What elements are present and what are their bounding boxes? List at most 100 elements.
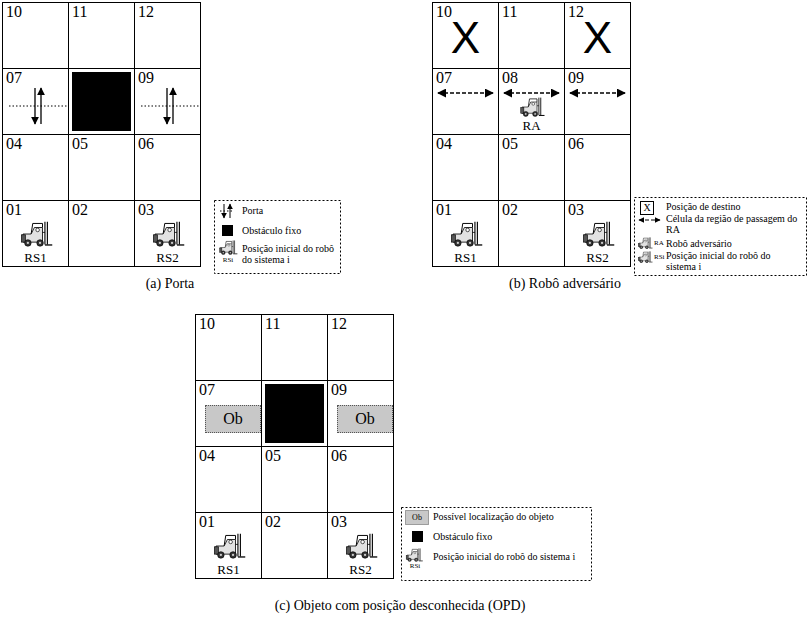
grid-cell: 08RA: [498, 68, 565, 135]
cell-number: 12: [331, 315, 347, 333]
robot-icon: [451, 222, 482, 246]
legend-text: Posição de destino: [666, 201, 802, 212]
door-arrow-up: [172, 88, 173, 124]
grid-cell: 10: [195, 314, 262, 381]
grid-cell: 04: [432, 134, 499, 201]
door-arrow-up: [40, 88, 41, 124]
grid-cell: 12: [134, 2, 201, 69]
door-line: [141, 106, 199, 107]
grid-cell: 10X: [432, 2, 499, 69]
cell-number: 10: [199, 315, 215, 333]
target-mark: X: [565, 15, 630, 61]
robot-group: [21, 98, 614, 559]
fixed-obstacle: [72, 72, 131, 131]
legend-target-box: [641, 202, 654, 215]
cell-number: 07: [6, 69, 22, 87]
cell-number: 11: [265, 315, 280, 333]
door-line: [9, 106, 67, 107]
legend-object-box: [406, 511, 429, 525]
legend-text: Porta: [242, 205, 336, 216]
grid-cell: 12: [327, 314, 394, 381]
robot-icon: [214, 534, 245, 558]
cell-number: 02: [502, 201, 518, 219]
object-label: Ob: [338, 406, 392, 432]
grid-cell: 12X: [564, 2, 631, 69]
cell-number: 05: [72, 135, 88, 153]
object-box: Ob: [205, 405, 261, 433]
cell-number: 01: [199, 513, 215, 531]
cell-number: 01: [436, 201, 452, 219]
target-mark: X: [433, 15, 498, 61]
legend-text: Posição inicial do robô do sistema i: [433, 551, 588, 562]
cell-number: 12: [138, 3, 154, 21]
robot-icon: [21, 222, 52, 246]
legend-text: Robô adversário: [666, 238, 802, 249]
legend-frame: [635, 198, 807, 276]
cell-number: 10: [436, 3, 452, 21]
grid-cell: 01RS1: [432, 200, 499, 267]
grid-cell: 11: [261, 314, 328, 381]
grid-cell: 04: [2, 134, 69, 201]
cell-number: 10: [6, 3, 22, 21]
robot-label: RS2: [565, 250, 630, 265]
object-box: Ob: [337, 405, 393, 433]
grid-cell: 07: [2, 68, 69, 135]
robot-icon: [346, 534, 377, 558]
cell-frame: [262, 381, 328, 447]
cell-number: 12: [568, 3, 584, 21]
door-arrow-down: [224, 204, 225, 218]
door-arrow-down: [166, 88, 167, 124]
cell-number: 06: [138, 135, 154, 153]
cell-number: 09: [331, 381, 347, 399]
robot-label: RS1: [196, 562, 261, 577]
grid-cell: 09: [134, 68, 201, 135]
cell-number: 04: [436, 135, 452, 153]
legend-text: Obstáculo fixo: [433, 531, 588, 542]
legend-robot-icon: [638, 237, 652, 248]
grid-cell: 09Ob: [327, 380, 394, 447]
robot-label: RS2: [135, 250, 200, 265]
passage-arrow: [639, 220, 660, 221]
subfigure-caption: (c) Objeto com posição desconhecida (OPD…: [250, 598, 550, 614]
grid-cell: 07Ob: [195, 380, 262, 447]
door-arrow-up: [230, 204, 231, 218]
legend-text: Possível localização do objeto: [433, 511, 588, 522]
grid-cell: 06: [564, 134, 631, 201]
legend-text: Posição inicial do robô do sistema i: [242, 243, 336, 265]
cell-number: 03: [138, 201, 154, 219]
cell-number: 04: [199, 447, 215, 465]
passage-arrow: [438, 92, 493, 94]
legend-robot-icon: [220, 240, 238, 254]
cell-number: 04: [6, 135, 22, 153]
grid-cell: 04: [195, 446, 262, 513]
grid-cell: 11: [68, 2, 135, 69]
legend-frame: [402, 508, 592, 581]
legend-text: Posição inicial do robô do sistema i: [666, 250, 802, 272]
grid-cell: 02: [68, 200, 135, 267]
robot-icon: [153, 222, 184, 246]
legend-text: Célula da região de passagem do RA: [666, 213, 802, 235]
door-line: [220, 211, 234, 212]
grid-cell: 03RS2: [134, 200, 201, 267]
grid-cell: 02: [498, 200, 565, 267]
cell-number: 07: [199, 381, 215, 399]
grid-cell: 02: [261, 512, 328, 579]
grid-cell: 09: [564, 68, 631, 135]
robot-label: RS1: [433, 250, 498, 265]
robot-label: RS1: [3, 250, 68, 265]
cell-number: 05: [502, 135, 518, 153]
passage-arrow: [504, 92, 559, 94]
grid-cell: 11: [498, 2, 565, 69]
cell-number: 09: [138, 69, 154, 87]
cell-frame: [69, 69, 135, 135]
cell-number: 06: [568, 135, 584, 153]
grid-cell: 05: [261, 446, 328, 513]
cell-number: 03: [568, 201, 584, 219]
cell-number: 02: [265, 513, 281, 531]
legend-robot-icon: [406, 548, 423, 561]
cell-number: 05: [265, 447, 281, 465]
cell-number: 03: [331, 513, 347, 531]
legend-swatch: [222, 225, 233, 236]
legend-swatch: [412, 531, 423, 542]
cell-number: 11: [72, 3, 87, 21]
